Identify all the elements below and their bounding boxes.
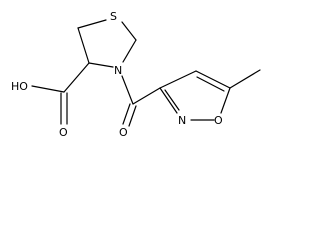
atom-labels: S N HO O O N O	[11, 10, 223, 139]
atom-label-ring-nitrogen: N	[114, 64, 122, 77]
bond-n3-camide	[121, 75, 134, 105]
carboxylic-acid-group	[31, 62, 90, 125]
atom-label-isoxazole-nitrogen: N	[178, 114, 186, 127]
atom-label-hydroxyl: HO	[11, 80, 28, 93]
bond-c4-c5	[77, 27, 90, 64]
bond-camide-o-double-a	[122, 103, 131, 125]
bond-c4-cacid	[63, 62, 90, 93]
atom-label-sulfur: S	[110, 10, 117, 23]
bond-n3-c4	[88, 62, 114, 68]
amide-group	[121, 75, 161, 127]
bond-cacid-oh	[31, 85, 65, 93]
isoxazole-ring	[159, 69, 261, 121]
bond-camide-c3iso	[132, 87, 161, 105]
bond-c5-c4-inner	[196, 76, 225, 92]
molecule-structure: S N HO O O N O	[11, 10, 261, 139]
bond-camide-o-double-b	[128, 105, 137, 127]
bond-o1-c5	[220, 87, 231, 114]
bond-c2-n3	[122, 39, 137, 63]
bond-s1-c2	[121, 21, 137, 41]
atom-label-amide-carbonyl-oxygen: O	[119, 126, 128, 139]
bond-c3-n2	[159, 87, 178, 114]
bond-c3-n2-inner	[164, 89, 180, 111]
atom-label-isoxazole-oxygen: O	[214, 114, 223, 127]
thiazolidine-ring	[77, 19, 137, 68]
bond-c5-c4	[195, 70, 231, 89]
bond-c5-methyl	[229, 69, 261, 89]
bond-c4-c3	[159, 70, 197, 89]
bond-c5-s1	[77, 19, 107, 29]
atom-label-acid-carbonyl-oxygen: O	[59, 126, 68, 139]
